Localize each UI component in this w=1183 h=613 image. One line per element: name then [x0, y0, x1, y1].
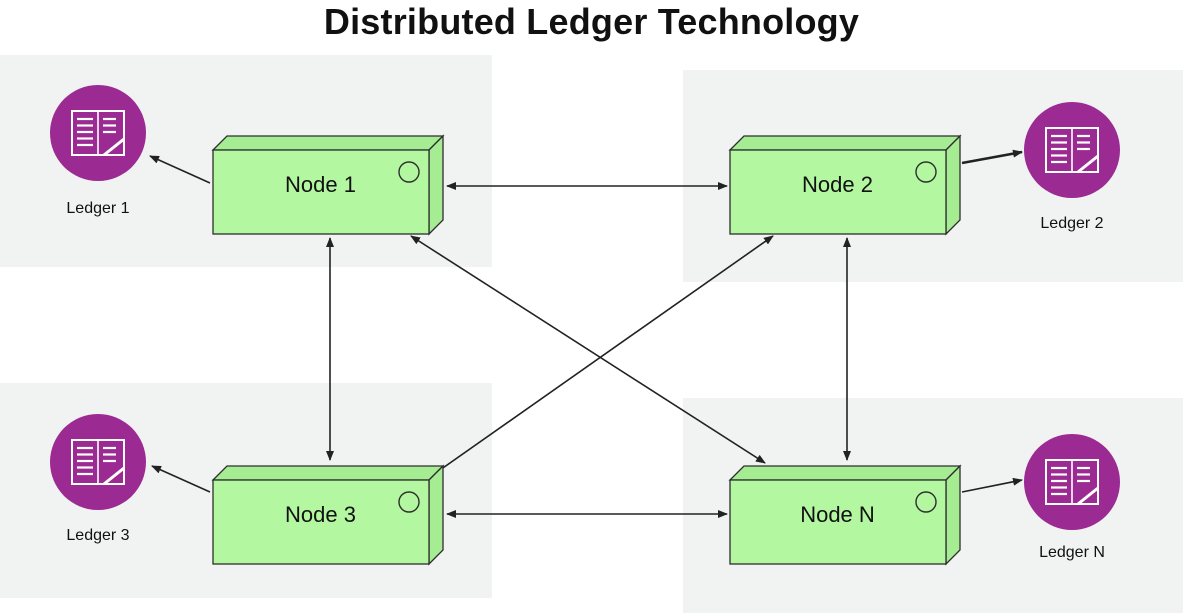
node-1-label: Node 1: [285, 172, 356, 197]
ledger-1-label: Ledger 1: [66, 200, 130, 217]
ledger-2-label: Ledger 2: [1040, 215, 1104, 232]
node-3-box: [211, 464, 445, 566]
connection-node-2-ledger-2: [961, 149, 1023, 165]
connection-node-3-node-2: [402, 235, 774, 497]
ledger-3-label: Ledger 3: [66, 527, 130, 544]
connection-node-1-node-n: [410, 235, 766, 464]
ledger-n-label: Ledger N: [1039, 544, 1105, 561]
ledger-3-icon: [50, 414, 146, 510]
node-1-box: [211, 134, 445, 236]
node-cube-icon: [398, 491, 420, 513]
ledger-1-icon: [50, 85, 146, 181]
node-n-label: Node N: [800, 502, 875, 527]
node-n-box: [728, 464, 962, 566]
node-cube-icon: [915, 491, 937, 513]
connection-node-1-ledger-1: [149, 155, 211, 184]
diagram-title: Distributed Ledger Technology: [323, 1, 860, 42]
ledger-2-icon: [1024, 102, 1120, 198]
connection-node-3-ledger-3: [151, 465, 211, 493]
node-3-label: Node 3: [285, 502, 356, 527]
node-2-box: [728, 134, 962, 236]
connection-node-n-ledger-n: [961, 477, 1023, 493]
node-cube-icon: [915, 161, 937, 183]
ledger-n-icon: [1024, 434, 1120, 530]
node-cube-icon: [398, 161, 420, 183]
node-2-label: Node 2: [802, 172, 873, 197]
